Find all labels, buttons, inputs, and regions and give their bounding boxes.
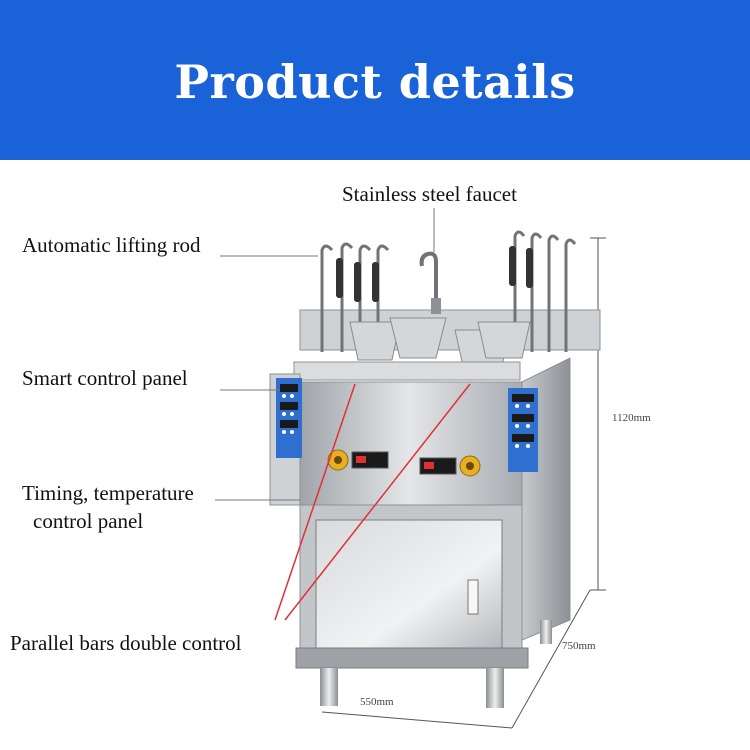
- back-splash: [299, 309, 601, 351]
- leg-front-left: [320, 668, 338, 706]
- header-banner: Product details: [0, 0, 750, 160]
- upper-body-front: [295, 381, 523, 506]
- base-frame: [295, 647, 529, 669]
- page-title: Product details: [174, 55, 576, 109]
- callout-lines-gray: [215, 208, 435, 501]
- width-dimension: 550mm: [360, 696, 394, 708]
- smart-panel-label: Smart control panel: [22, 366, 188, 390]
- product-illustration: [215, 208, 606, 729]
- smart-control-panel-right: [508, 388, 538, 472]
- dimension-lines: [321, 237, 606, 729]
- leg-back-right: [540, 620, 552, 644]
- parallel-callout-line-2: [284, 383, 471, 621]
- smart-control-panel-left: [276, 378, 302, 458]
- depth-dimension-line: [511, 589, 591, 729]
- faucet-label: Stainless steel faucet: [342, 182, 517, 206]
- faucet-base: [431, 298, 441, 314]
- black-handles: [336, 246, 533, 302]
- timing-temperature-controls: [327, 449, 481, 477]
- width-dimension-line: [321, 711, 513, 729]
- parallel-control-label: Parallel bars double control: [10, 631, 242, 655]
- lifting-rods-left: [320, 242, 390, 352]
- timing-panel-label-line2: control panel: [33, 509, 144, 533]
- depth-dimension: 750mm: [562, 640, 596, 652]
- timing-panel-label-line1: Timing, temperature: [22, 481, 194, 505]
- parallel-callout-line-1: [274, 383, 356, 621]
- lifting-rods-right: [513, 230, 577, 352]
- faucet: [419, 251, 438, 300]
- leg-front-right: [486, 668, 504, 708]
- lifting-rod-label: Automatic lifting rod: [22, 233, 201, 257]
- callout-lines-red: [274, 383, 471, 621]
- mesh-baskets: [349, 317, 531, 367]
- height-dimension: 1120mm: [612, 412, 651, 424]
- top-surface: [293, 361, 521, 381]
- door-handle: [467, 579, 479, 615]
